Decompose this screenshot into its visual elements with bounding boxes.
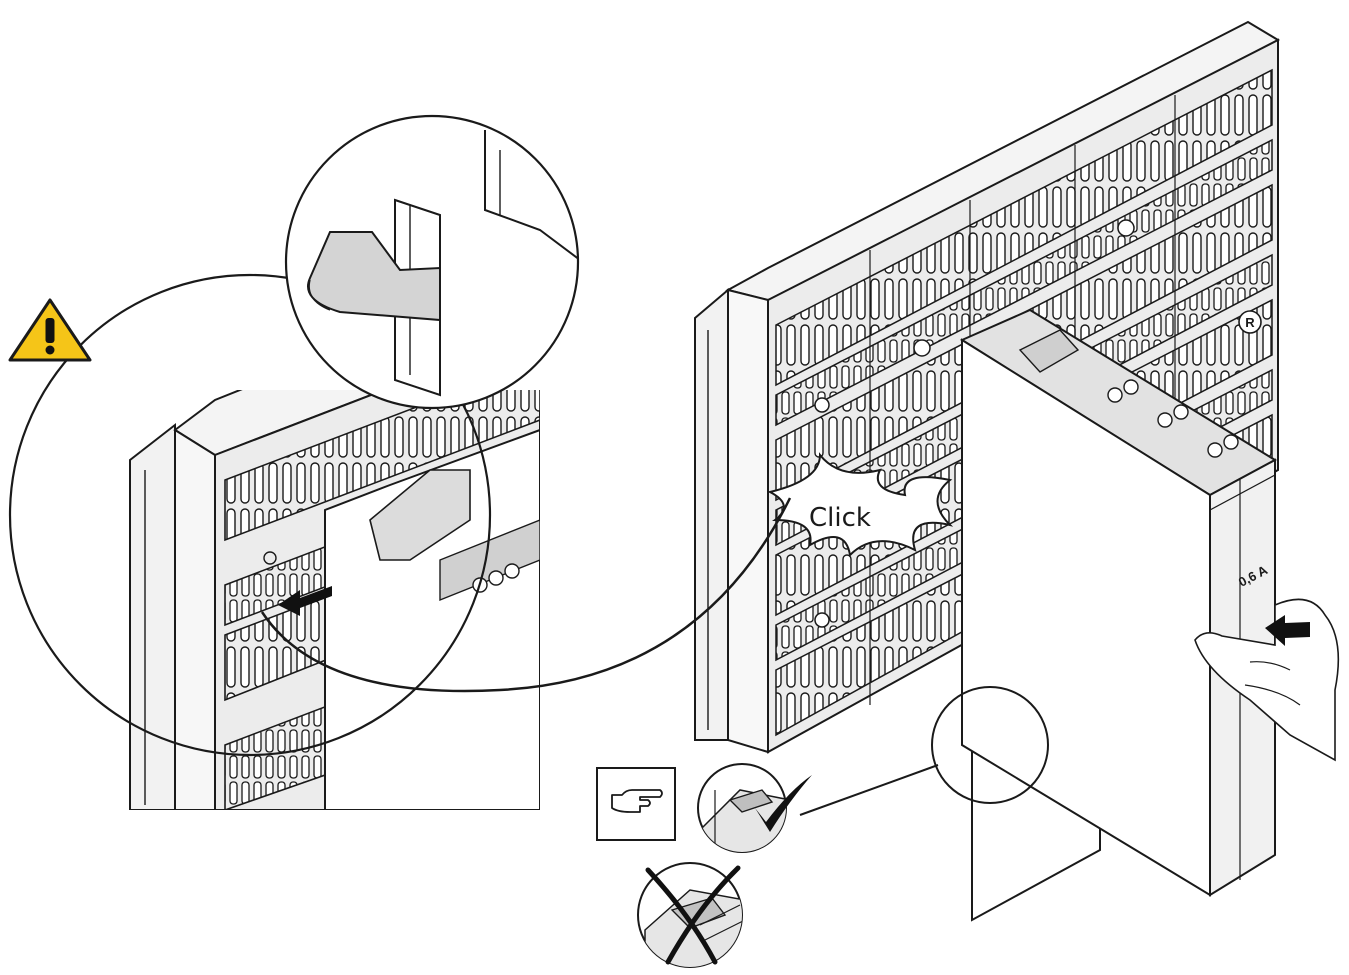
foot-detail-circle bbox=[799, 686, 1049, 816]
io-module: 0,6 A bbox=[959, 308, 1278, 922]
cross-icon bbox=[645, 865, 741, 965]
registered-mark-letter: R bbox=[1245, 315, 1255, 330]
click-label: Click bbox=[809, 503, 871, 533]
checkmark-icon bbox=[755, 775, 812, 832]
latch-detail-circle bbox=[284, 114, 580, 410]
insert-arrow-left bbox=[278, 586, 332, 616]
warning-triangle-icon bbox=[8, 298, 92, 362]
connector-arc bbox=[260, 497, 792, 693]
detail-circle-large bbox=[8, 273, 492, 757]
push-arrow-icon bbox=[1265, 615, 1310, 646]
correct-latch-view bbox=[697, 763, 787, 853]
registered-mark: R bbox=[1238, 310, 1262, 334]
click-burst: Click bbox=[767, 452, 954, 558]
hand-illustration bbox=[1194, 598, 1340, 762]
pointing-hand-icon bbox=[596, 767, 676, 841]
